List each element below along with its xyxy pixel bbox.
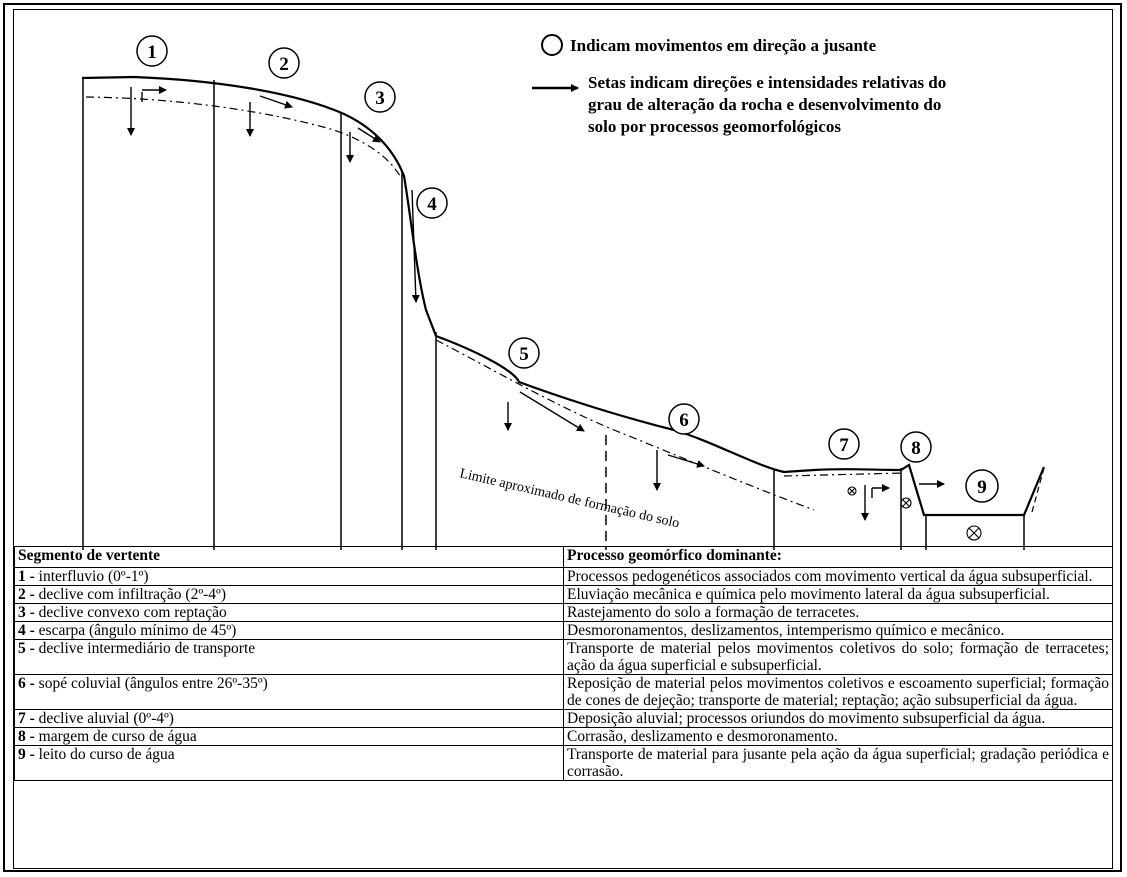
segment-cell: 4 - escarpa (ângulo mínimo de 45º) [14, 621, 564, 640]
process-cell: Transporte de material pelos movimentos … [563, 639, 1112, 675]
legend-arrow-line-2: grau de alteração da rocha e desenvolvim… [588, 95, 941, 114]
process-table: Segmento de vertente Processo geomórfico… [14, 546, 1112, 781]
flow-symbol-icon [847, 486, 857, 496]
segment-label-7: 7 [828, 428, 860, 460]
header-process: Processo geomórfico dominante: [563, 546, 1112, 568]
table-row: 7 - declive aluvial (0º-4º) Deposição al… [14, 709, 1112, 728]
table-row: 3 - declive convexo com reptação Rasteja… [14, 603, 1112, 622]
process-cell: Eluviação mecânica e química pelo movime… [563, 585, 1112, 604]
process-cell: Reposição de material pelos movimentos c… [563, 674, 1112, 710]
svg-text:6: 6 [679, 410, 689, 431]
process-cell: Corrasão, deslizamento e desmoronamento. [563, 727, 1112, 746]
movement-arrow [667, 454, 705, 468]
table-header-row: Segmento de vertente Processo geomórfico… [14, 546, 1112, 568]
movement-arrow [519, 391, 585, 432]
slope-profile-diagram: Indicam movimentos em direção a jusante … [81, 34, 1046, 550]
soil-limit-dashed-line [85, 96, 401, 177]
svg-text:7: 7 [839, 435, 849, 456]
segment-cell: 3 - declive convexo com reptação [14, 603, 564, 622]
segment-cell: 5 - declive intermediário de transporte [14, 639, 564, 675]
movement-arrow [259, 95, 293, 109]
movement-arrow [411, 189, 420, 303]
flow-symbol-icon [900, 497, 912, 509]
figure-frame: Indicam movimentos em direção a jusante … [3, 3, 1122, 872]
svg-text:9: 9 [977, 477, 987, 498]
soil-limit-dashed-line-2 [435, 339, 815, 511]
svg-text:1: 1 [147, 42, 157, 63]
segment-label-5: 5 [508, 337, 540, 369]
process-cell: Rastejamento do solo a formação de terra… [563, 603, 1112, 622]
table-row: 6 - sopé coluvial (ângulos entre 26º-35º… [14, 674, 1112, 710]
segment-cell: 8 - margem de curso de água [14, 727, 564, 746]
segment-label-6: 6 [668, 403, 700, 435]
flow-symbol-icon [966, 525, 982, 541]
ground-surface-line [81, 75, 1046, 517]
segment-label-8: 8 [900, 431, 932, 463]
segment-cell: 6 - sopé coluvial (ângulos entre 26º-35º… [14, 674, 564, 710]
legend-circle-text: Indicam movimentos em direção a jusante [570, 36, 877, 55]
process-cell: Desmoronamentos, deslizamentos, intemper… [563, 621, 1112, 640]
movement-arrow [357, 127, 381, 143]
soil-limit-label: Limite aproximado de formação do solo [458, 466, 681, 531]
segment-cell: 9 - leito do curso de água [14, 745, 564, 781]
legend-arrow-line-3: solo por processos geomorfológicos [588, 117, 841, 136]
segment-label-2: 2 [268, 47, 300, 79]
table-row: 1 - interfluvio (0º-1º) Processos pedoge… [14, 567, 1112, 586]
svg-text:4: 4 [427, 194, 437, 215]
table-row: 8 - margem de curso de água Corrasão, de… [14, 727, 1112, 746]
soil-limit-dashed-line-3 [783, 472, 905, 477]
segment-cell: 2 - declive com infiltração (2º-4º) [14, 585, 564, 604]
right-bank-dashed-line [1031, 467, 1045, 513]
segment-cell: 1 - interfluvio (0º-1º) [14, 567, 564, 586]
process-cell: Processos pedogenéticos associados com m… [563, 567, 1112, 586]
svg-text:5: 5 [519, 344, 529, 365]
svg-text:3: 3 [375, 88, 385, 109]
svg-text:2: 2 [279, 54, 289, 75]
segment-label-4: 4 [416, 187, 448, 219]
legend-arrow-line-1: Setas indicam direções e intensidades re… [588, 73, 946, 92]
segment-label-3: 3 [364, 81, 396, 113]
table-row: 5 - declive intermediário de transporte … [14, 639, 1112, 675]
process-cell: Deposição aluvial; processos oriundos do… [563, 709, 1112, 728]
legend-circle-icon [541, 34, 563, 56]
segment-label-9: 9 [965, 469, 999, 503]
process-cell: Transporte de material para jusante pela… [563, 745, 1112, 781]
figure-inner: Indicam movimentos em direção a jusante … [13, 9, 1113, 869]
svg-text:8: 8 [911, 438, 921, 459]
segment-cell: 7 - declive aluvial (0º-4º) [14, 709, 564, 728]
table-row: 2 - declive com infiltração (2º-4º) Eluv… [14, 585, 1112, 604]
table-row: 9 - leito do curso de água Transporte de… [14, 745, 1112, 781]
header-segment: Segmento de vertente [14, 546, 564, 568]
table-row: 4 - escarpa (ângulo mínimo de 45º) Desmo… [14, 621, 1112, 640]
segment-label-1: 1 [136, 35, 168, 67]
